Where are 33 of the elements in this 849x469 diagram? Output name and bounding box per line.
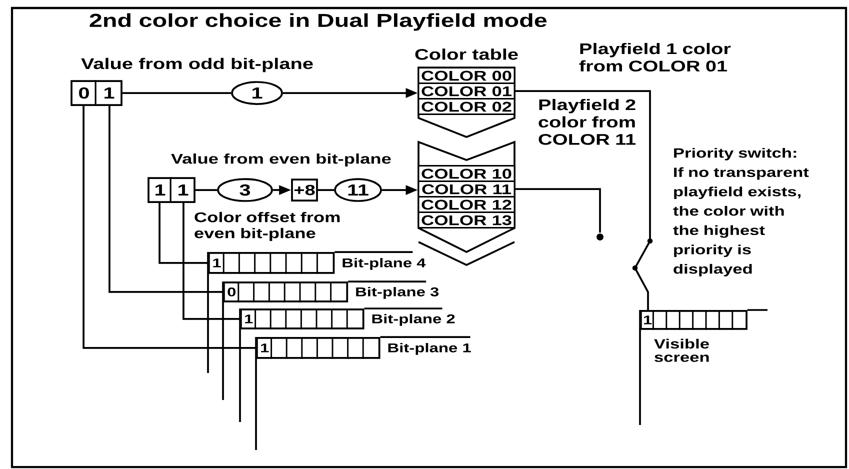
- color-register: COLOR 11: [418, 180, 516, 198]
- connector: [318, 189, 334, 191]
- color-register: COLOR 01: [418, 82, 516, 100]
- color-register: COLOR 13: [418, 212, 516, 228]
- color-register: COLOR 12: [418, 196, 516, 213]
- connector: [515, 188, 601, 233]
- bit-register: 1: [640, 309, 768, 330]
- note: Playfield 1 color from COLOR 01: [579, 42, 731, 72]
- note: Playfield 2 color from COLOR 11: [538, 98, 636, 145]
- note: Color offset from even bit-plane: [194, 212, 340, 241]
- register-caption: Visible screen: [654, 338, 709, 362]
- connector: [182, 202, 240, 320]
- operation-box: +8: [291, 178, 318, 202]
- connector: [158, 202, 208, 264]
- connector: [122, 92, 232, 94]
- register: 1 1: [148, 177, 196, 203]
- connector: [515, 90, 653, 310]
- title: 2nd color choice in Dual Playfield mode: [90, 13, 547, 31]
- contact-dot: [596, 234, 604, 240]
- color-register: COLOR 00: [418, 67, 516, 84]
- connector: [195, 189, 218, 191]
- color-register: COLOR 02: [418, 98, 516, 115]
- register-caption: Bit-plane 2: [372, 314, 455, 326]
- connector: [108, 106, 223, 293]
- connector: [82, 106, 256, 349]
- color-register: COLOR 10: [418, 165, 516, 182]
- note: Priority switch: If no transparent playfield exists, the color with the highest priority is displayed: [673, 148, 809, 276]
- register-caption: Value from odd bit-plane: [81, 58, 313, 72]
- register-caption: Bit-plane 3: [356, 287, 439, 299]
- register: 0 1: [70, 80, 122, 106]
- register-caption: Bit-plane 4: [342, 258, 426, 270]
- register-caption: Bit-plane 1: [388, 343, 471, 355]
- register-caption: Value from even bit-plane: [171, 153, 391, 167]
